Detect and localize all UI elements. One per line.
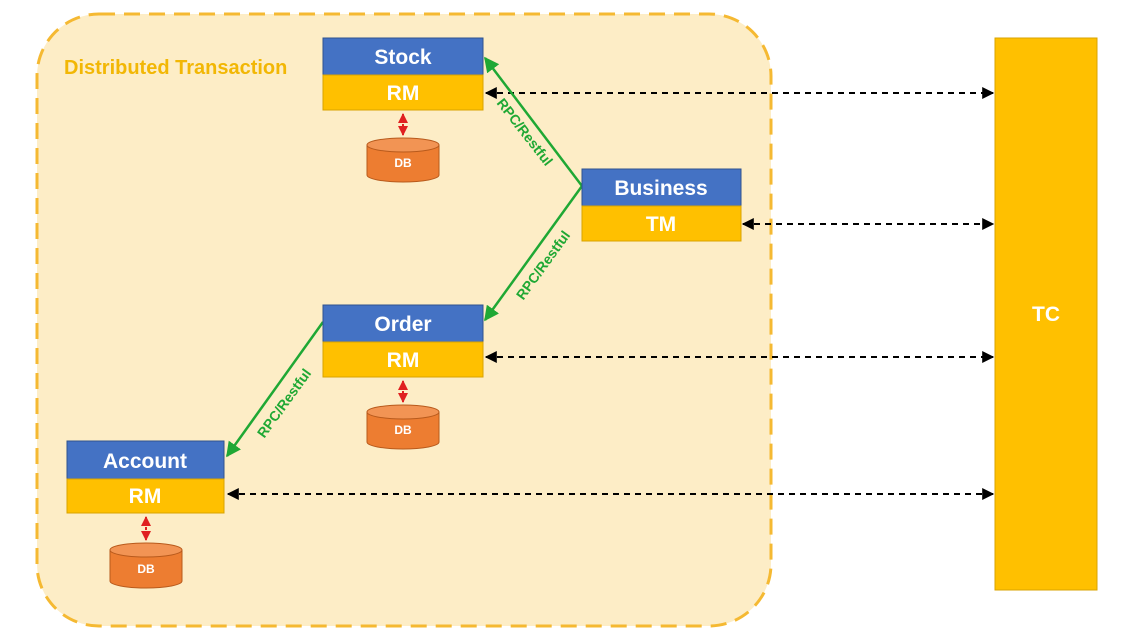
account-role: RM <box>129 485 162 508</box>
stock-name: Stock <box>374 46 432 69</box>
service-stock: Stock RM <box>322 37 484 111</box>
account-db-label: DB <box>137 562 155 576</box>
stock-role: RM <box>387 82 420 105</box>
service-order: Order RM <box>322 304 484 378</box>
order-role-box <box>322 341 484 378</box>
business-role: TM <box>646 213 676 236</box>
tc-block <box>994 37 1098 591</box>
order-to-account-arrow <box>225 321 325 458</box>
business-name: Business <box>614 177 707 200</box>
stock-db-label: DB <box>394 156 412 170</box>
business-name-box <box>581 168 742 207</box>
region-label: Distributed Transaction <box>64 57 287 79</box>
order-db: DB <box>366 404 440 450</box>
account-name-box <box>66 440 225 480</box>
business-to-stock-arrow <box>484 56 583 187</box>
order-name-box <box>322 304 484 343</box>
business-to-order-arrow <box>483 185 584 322</box>
service-business: Business TM <box>581 168 742 242</box>
stock-db: DB <box>366 137 440 183</box>
account-db: DB <box>109 542 183 589</box>
order-name: Order <box>374 313 431 336</box>
account-name: Account <box>103 450 187 473</box>
tc-label: TC <box>1032 303 1060 326</box>
stock-role-box <box>322 74 484 111</box>
business-role-box <box>581 205 742 242</box>
order-role: RM <box>387 349 420 372</box>
order-db-label: DB <box>394 423 412 437</box>
account-role-box <box>66 478 225 514</box>
service-account: Account RM <box>66 440 225 514</box>
